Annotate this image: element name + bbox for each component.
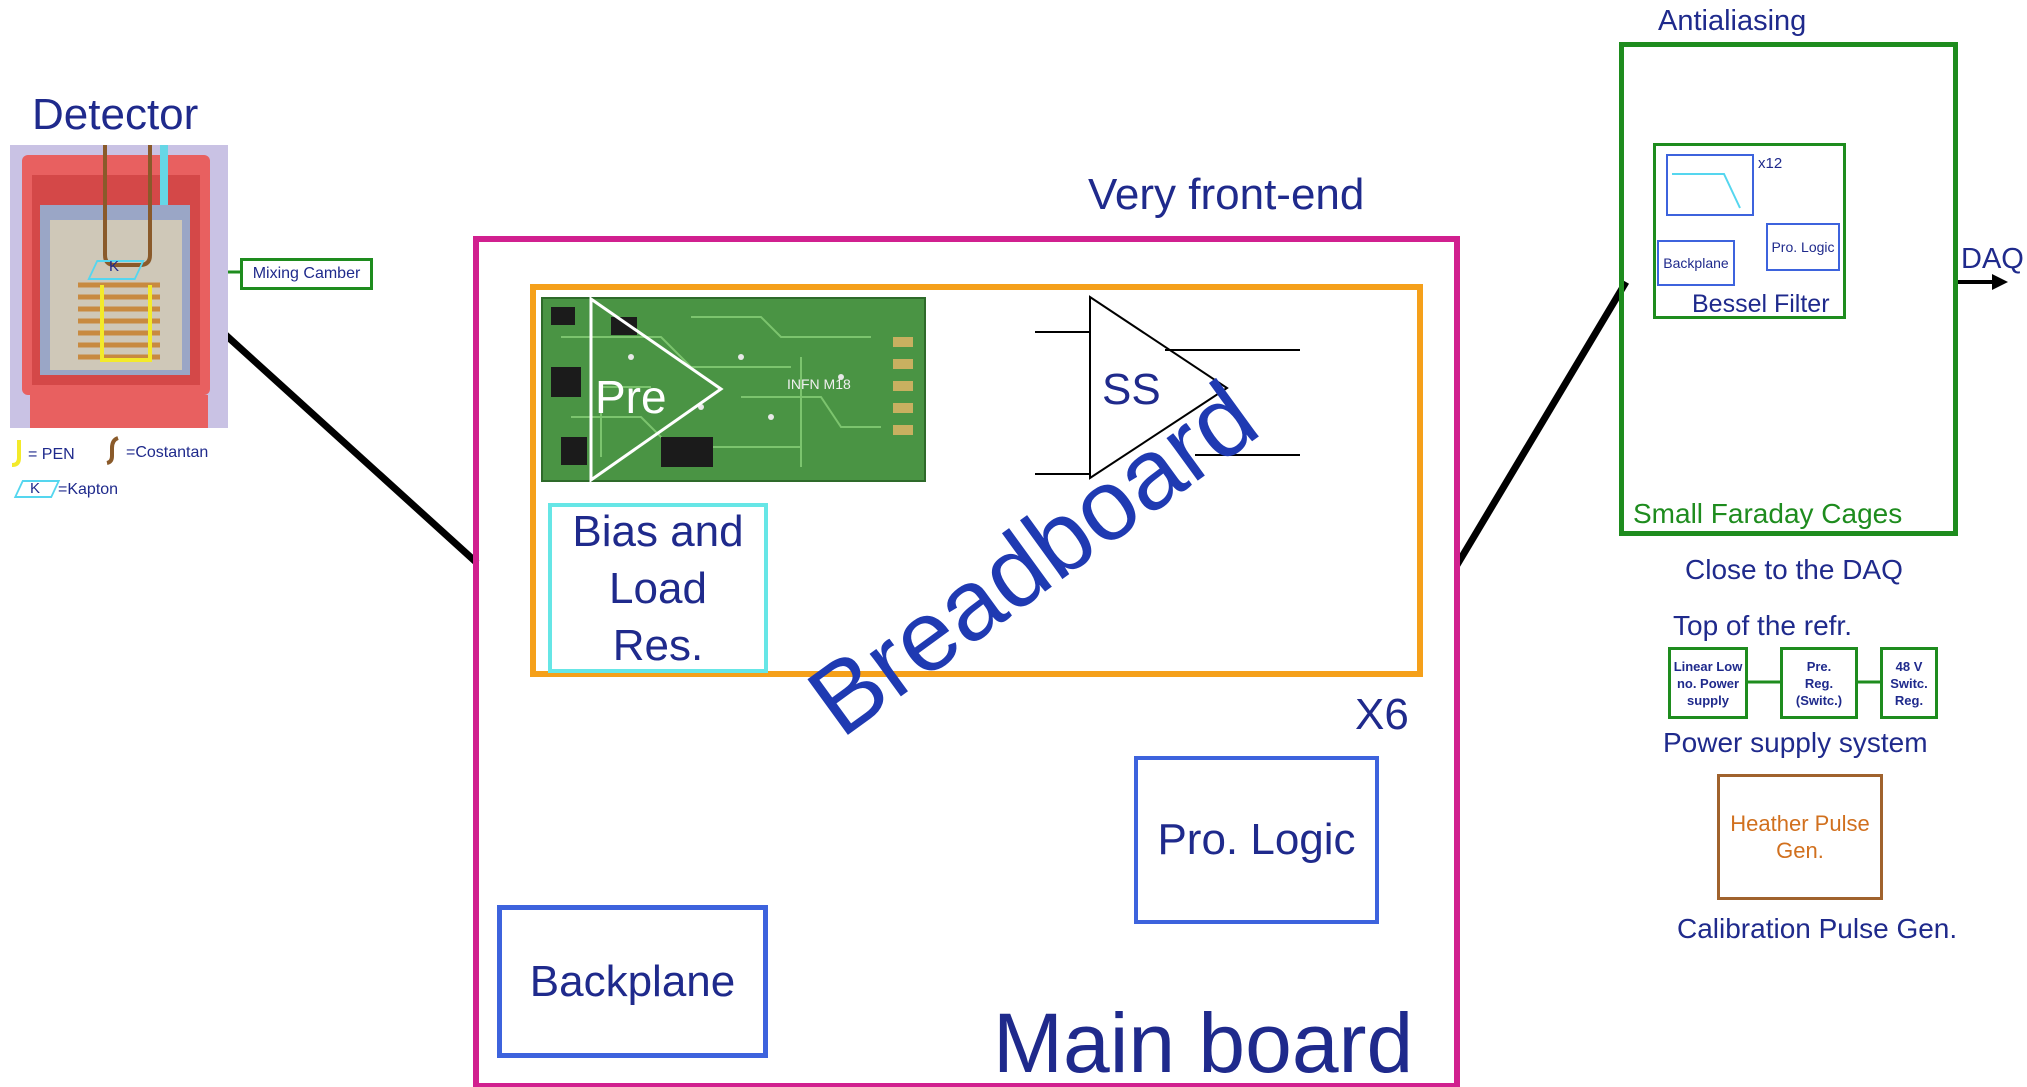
detector-title: Detector [32, 90, 199, 139]
aa-pro-logic-box: Pro. Logic [1766, 223, 1840, 271]
heater-line-1: Heather Pulse [1730, 811, 1870, 836]
aa-backplane-box: Backplane [1657, 240, 1735, 286]
pre-label: Pre [595, 371, 667, 423]
pre-regulator-box: Pre. Reg. (Switc.) [1780, 647, 1858, 719]
kapton-marker-letter: K [109, 258, 120, 275]
bias-line-3: Res. [612, 620, 704, 670]
heater-pulse-gen-box: Heather Pulse Gen. [1717, 774, 1883, 900]
linear-line-2: no. Power [1676, 675, 1740, 691]
antialiasing-title: Antialiasing [1658, 5, 1807, 37]
x6-label: X6 [1355, 690, 1409, 739]
linear-power-supply-box: Linear Low no. Power supply [1668, 647, 1748, 719]
switching-regulator-box: 48 V Switc. Reg. [1880, 647, 1938, 719]
very-front-end-title: Very front-end [1088, 170, 1365, 219]
lowpass-response-icon [1672, 173, 1741, 209]
costantan-legend-icon [105, 436, 121, 466]
top-of-refr-label: Top of the refr. [1673, 610, 1852, 641]
power-supply-system-label: Power supply system [1663, 727, 1928, 758]
faraday-cages-label: Small Faraday Cages [1633, 498, 1903, 529]
detector-connector-line [215, 325, 480, 566]
bessel-filter-label: Bessel Filter [1692, 290, 1830, 318]
switc-line-1: 48 V [1895, 658, 1923, 674]
kapton-legend-letter: K [30, 480, 41, 497]
prereg-line-1: Pre. [1806, 658, 1832, 674]
main-board-label: Main board [993, 996, 1414, 1087]
ss-amplifier-symbol [1035, 295, 1300, 480]
antialiasing-box [1619, 42, 1958, 536]
preamp-board-photo: INFN M18 [541, 297, 926, 482]
main-board-box [473, 236, 1460, 1087]
kapton-legend-label: =Kapton [58, 481, 119, 498]
breadboard-box [530, 284, 1423, 677]
daq-label: DAQ [1961, 243, 2024, 275]
switc-line-3: Reg. [1894, 692, 1924, 708]
bias-line-1: Bias and [572, 506, 744, 556]
linear-line-3: supply [1687, 692, 1729, 708]
daq-connector-line [1453, 280, 1630, 567]
switc-line-2: Switc. [1890, 675, 1928, 691]
svg-text:INFN M18: INFN M18 [787, 376, 851, 392]
prereg-line-2: Reg. [1804, 675, 1834, 691]
close-to-daq-label: Close to the DAQ [1685, 554, 1903, 585]
pro-logic-box: Pro. Logic [1134, 756, 1379, 924]
calibration-pulse-gen-label: Calibration Pulse Gen. [1677, 913, 1958, 944]
pen-legend-label: = PEN [28, 446, 75, 463]
detector-image: K [10, 145, 228, 428]
prereg-line-3: (Switc.) [1795, 692, 1843, 708]
mixing-camber-label: Mixing Camber [240, 258, 373, 290]
costantan-legend-label: =Costantan [126, 444, 209, 461]
daq-arrow-head [1992, 274, 2008, 290]
linear-line-1: Linear Low [1673, 658, 1743, 674]
pen-legend-icon [10, 438, 22, 468]
heater-line-2: Gen. [1776, 838, 1824, 863]
filter-response-box [1666, 154, 1754, 216]
backplane-box: Backplane [497, 905, 768, 1058]
x12-label: x12 [1758, 155, 1783, 172]
bias-line-2: Load [609, 563, 707, 613]
bias-load-box: Bias and Load Res. [548, 503, 768, 673]
bessel-filter-box [1653, 143, 1846, 319]
ss-label: SS [1102, 365, 1161, 414]
